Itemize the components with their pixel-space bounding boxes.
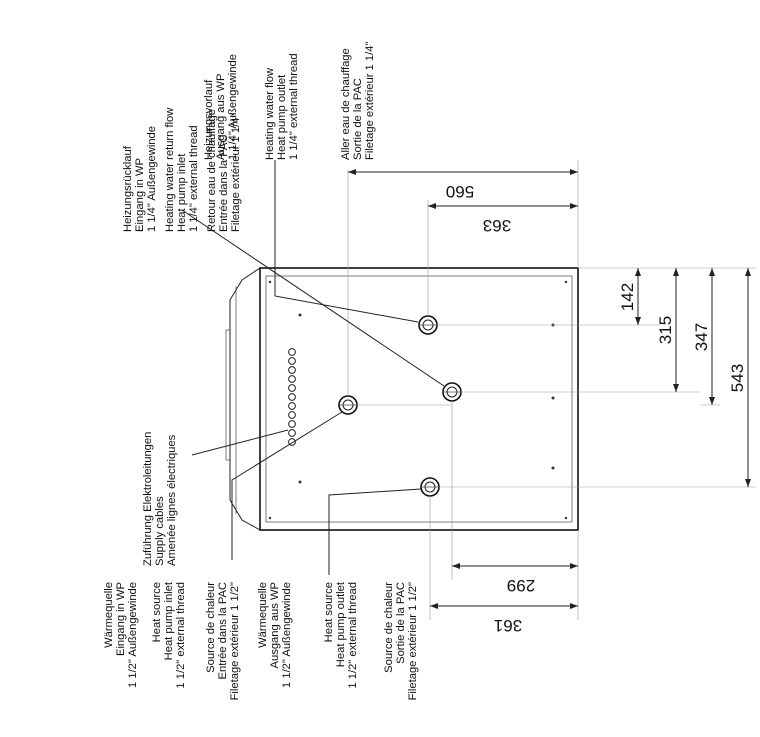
svg-text:Heat source: Heat source bbox=[151, 582, 163, 642]
svg-text:Ausgang aus WP: Ausgang aus WP bbox=[269, 582, 281, 668]
svg-text:Heizungsrücklauf: Heizungsrücklauf bbox=[122, 145, 134, 232]
leader-return-flow bbox=[181, 209, 445, 387]
svg-text:1 1/2" Außengewinde: 1 1/2" Außengewinde bbox=[127, 582, 139, 688]
svg-text:Heat pump inlet: Heat pump inlet bbox=[163, 581, 175, 660]
svg-text:Supply cables: Supply cables bbox=[154, 496, 166, 566]
heating-return-connection bbox=[442, 382, 462, 402]
svg-text:Filetage extérieur 1 1/2": Filetage extérieur 1 1/2" bbox=[229, 582, 241, 700]
screw-points bbox=[268, 280, 568, 520]
svg-text:Heat pump inlet: Heat pump inlet bbox=[176, 153, 188, 232]
label-supply-flow: Heizungsvorlauf Ausgang aus WP 1 1/4" Au… bbox=[203, 42, 376, 160]
heat-source-inlet-connection bbox=[338, 395, 358, 415]
unit-outline bbox=[259, 267, 579, 531]
dim-560: 560 bbox=[446, 182, 474, 201]
label-supply-cables: Zuführung Elektroleitungen Supply cables… bbox=[142, 432, 178, 566]
dimension-lines bbox=[348, 169, 751, 609]
leader-supply-flow bbox=[274, 160, 419, 323]
svg-text:Sortie de la PAC: Sortie de la PAC bbox=[352, 78, 364, 160]
label-return-flow: Heizungsrücklauf Eingang in WP 1 1/4" Au… bbox=[122, 107, 242, 232]
svg-text:Eingang in WP: Eingang in WP bbox=[115, 582, 127, 656]
svg-text:Heat pump outlet: Heat pump outlet bbox=[335, 581, 347, 667]
svg-text:Entrée dans la PAC: Entrée dans la PAC bbox=[217, 582, 229, 679]
svg-text:1 1/4" Außengewinde: 1 1/4" Außengewinde bbox=[227, 54, 239, 160]
svg-text:Filetage extérieur 1 1/2": Filetage extérieur 1 1/2" bbox=[407, 582, 419, 700]
unit-inner-outline bbox=[265, 275, 573, 523]
svg-text:Eingang in WP: Eingang in WP bbox=[134, 158, 146, 232]
extension-lines bbox=[347, 160, 756, 620]
svg-text:Amenée lignes électriques: Amenée lignes électriques bbox=[166, 434, 178, 566]
dim-543: 543 bbox=[728, 364, 747, 392]
svg-text:1 1/2" external thread: 1 1/2" external thread bbox=[347, 582, 359, 689]
svg-text:Sortie de la PAC: Sortie de la PAC bbox=[395, 582, 407, 664]
svg-text:1 1/4" external thread: 1 1/4" external thread bbox=[188, 125, 200, 232]
heat-source-outlet-connection bbox=[420, 477, 440, 497]
unit-body bbox=[225, 267, 579, 531]
dim-363: 363 bbox=[483, 216, 511, 235]
leader-lines bbox=[181, 160, 445, 575]
leader-heat-source-inlet bbox=[231, 411, 343, 560]
svg-text:Aller eau de chauffage: Aller eau de chauffage bbox=[340, 48, 352, 160]
svg-text:1 1/2" external thread: 1 1/2" external thread bbox=[175, 582, 187, 689]
svg-text:Heat source: Heat source bbox=[323, 582, 335, 642]
svg-text:Heating water flow: Heating water flow bbox=[264, 67, 276, 160]
dim-142: 142 bbox=[618, 283, 637, 311]
housing-bevel bbox=[229, 267, 261, 531]
svg-text:1 1/4" Außengewinde: 1 1/4" Außengewinde bbox=[146, 126, 158, 232]
dim-361: 361 bbox=[494, 616, 522, 635]
svg-text:Heat pump outlet: Heat pump outlet bbox=[276, 74, 288, 160]
heating-flow-connection bbox=[418, 315, 438, 335]
label-heat-source-outlet: Wärmequelle Ausgang aus WP 1 1/2" Außeng… bbox=[257, 581, 419, 700]
svg-text:Wärmequelle: Wärmequelle bbox=[103, 582, 115, 648]
dim-315: 315 bbox=[656, 316, 675, 344]
svg-text:Entrée dans la PAC: Entrée dans la PAC bbox=[218, 135, 230, 232]
cable-grommets bbox=[288, 348, 296, 446]
svg-text:Source de chaleur: Source de chaleur bbox=[205, 582, 217, 673]
svg-text:Filetage extérieur 1 1/4": Filetage extérieur 1 1/4" bbox=[364, 42, 376, 160]
svg-text:Source de chaleur: Source de chaleur bbox=[383, 582, 395, 673]
dim-299: 299 bbox=[507, 576, 535, 595]
svg-text:Wärmequelle: Wärmequelle bbox=[257, 582, 269, 648]
svg-text:Heating water return flow: Heating water return flow bbox=[164, 107, 176, 232]
dimension-values: 560 363 299 361 142 315 347 543 bbox=[446, 182, 747, 635]
svg-text:1 1/2" Außengewinde: 1 1/2" Außengewinde bbox=[281, 582, 293, 688]
dim-347: 347 bbox=[692, 323, 711, 351]
leader-heat-source-outlet bbox=[328, 488, 422, 575]
leader-supply-cables bbox=[191, 429, 289, 456]
svg-text:1 1/4" external thread: 1 1/4" external thread bbox=[288, 53, 300, 160]
svg-text:Filetage extérieur 1 1/4": Filetage extérieur 1 1/4" bbox=[230, 114, 242, 232]
svg-text:Ausgang aus WP: Ausgang aus WP bbox=[215, 74, 227, 160]
label-heat-source-inlet: Wärmequelle Eingang in WP 1 1/2" Außenge… bbox=[103, 581, 241, 700]
svg-text:Retour eau de chauffage: Retour eau de chauffage bbox=[206, 109, 218, 232]
svg-text:Heizungsvorlauf: Heizungsvorlauf bbox=[203, 79, 215, 160]
svg-text:Zuführung Elektroleitungen: Zuführung Elektroleitungen bbox=[142, 432, 154, 566]
